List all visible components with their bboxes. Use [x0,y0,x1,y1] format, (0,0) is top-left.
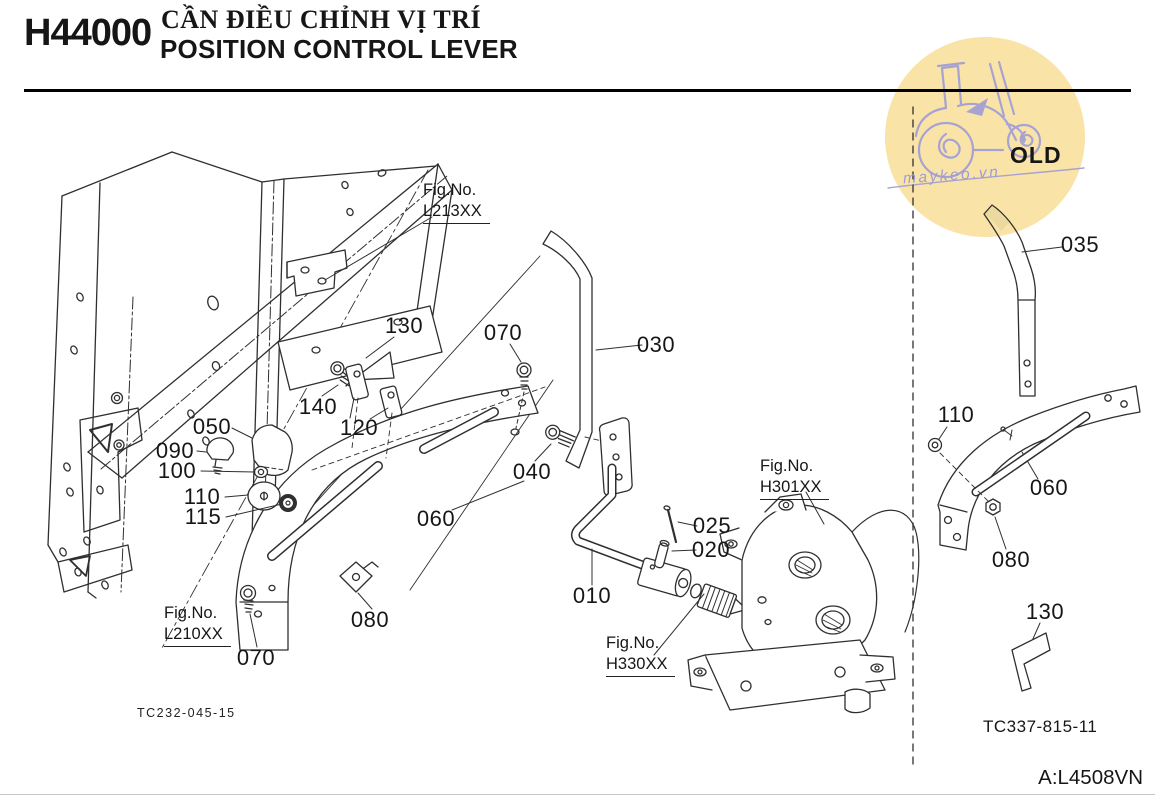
part-label-020: 020 [691,537,731,562]
assembly-dashed-lines [311,386,603,471]
guide-plate-060 [235,385,539,651]
part-label-140: 140 [298,394,338,419]
fig-ref-code: H330XX [606,654,676,677]
page-title-vietnamese: CẦN ĐIỀU CHỈNH VỊ TRÍ [161,5,482,34]
part-label-090: 090 [155,438,195,463]
part-label-130: 130 [384,313,424,338]
bolt-070-lower [239,584,257,613]
plate-slots [267,407,499,561]
lever-030 [542,230,593,469]
pin-025 [663,505,678,544]
fig-ref-code: H301XX [760,477,830,500]
part-label-030: 030 [636,332,676,357]
nut-115 [279,494,297,512]
rod-010 [570,463,650,571]
fig-ref-l210: Fig.No. L210XX [164,603,231,647]
fig-ref-label: Fig.No. [164,604,218,622]
old-part-label-060: 060 [1029,475,1069,500]
page-title-english: POSITION CONTROL LEVER [160,34,518,64]
washer-100 [253,465,269,479]
section-code: H44000 [24,12,152,54]
old-nut-110 [927,437,943,453]
part-label-080: 080 [350,607,390,632]
header-rule [24,89,1131,92]
part-label-070-lower: 070 [236,645,276,670]
bracket-l213 [286,249,348,297]
fig-ref-code: L213XX [423,201,490,224]
part-label-040: 040 [512,459,552,484]
bolt-040 [545,424,576,448]
part-label-100: 100 [157,458,197,483]
knob-090 [206,437,235,475]
pin-020 [654,539,670,569]
disc-110 [247,481,281,511]
old-part-label-110: 110 [937,402,975,427]
page-reference-code: A:L4508VN [1038,766,1143,789]
part-label-070-upper: 070 [483,320,523,345]
old-clip-130 [1011,632,1051,692]
old-part-label-130: 130 [1025,599,1065,624]
old-lever-035 [983,204,1037,397]
chassis-holes [59,169,387,590]
rod-end-cylinder [637,557,692,598]
tractor-logo-icon [887,60,1085,189]
old-part-label-080: 080 [991,547,1031,572]
old-parts-label: OLD [1010,142,1062,168]
part-label-120: 120 [339,415,379,440]
fig-ref-code: L210XX [164,624,231,647]
fig-ref-h301: Fig.No. H301XX [760,456,830,500]
fig-ref-label: Fig.No. [423,181,477,199]
valve-body-h301 [687,493,920,714]
old-nut-080 [985,498,1001,516]
part-label-025: 025 [692,513,732,538]
old-part-label-035: 035 [1060,232,1100,257]
part-label-050: 050 [192,414,232,439]
drawing-number-right: TC337-815-11 [983,717,1098,736]
fig-ref-label: Fig.No. [760,457,814,475]
mount-shelf-plate [277,305,443,391]
fig-ref-label: Fig.No. [606,634,660,652]
fig-ref-l213: Fig.No. L213XX [423,180,490,224]
bolt-070-upper [515,362,532,429]
part-label-010: 010 [572,583,612,608]
old-guide-plate-060 [937,385,1141,551]
part-label-110: 110 [183,484,221,509]
fig-ref-h330: Fig.No. H330XX [606,633,676,677]
part-label-060: 060 [416,506,456,531]
drawing-number-left: TC232-045-15 [137,706,236,720]
part-label-115: 115 [184,504,222,529]
threaded-coupler [690,583,754,618]
clip-080 [339,561,379,593]
watermark-circle [885,37,1085,237]
bottom-hairline [0,794,1155,795]
